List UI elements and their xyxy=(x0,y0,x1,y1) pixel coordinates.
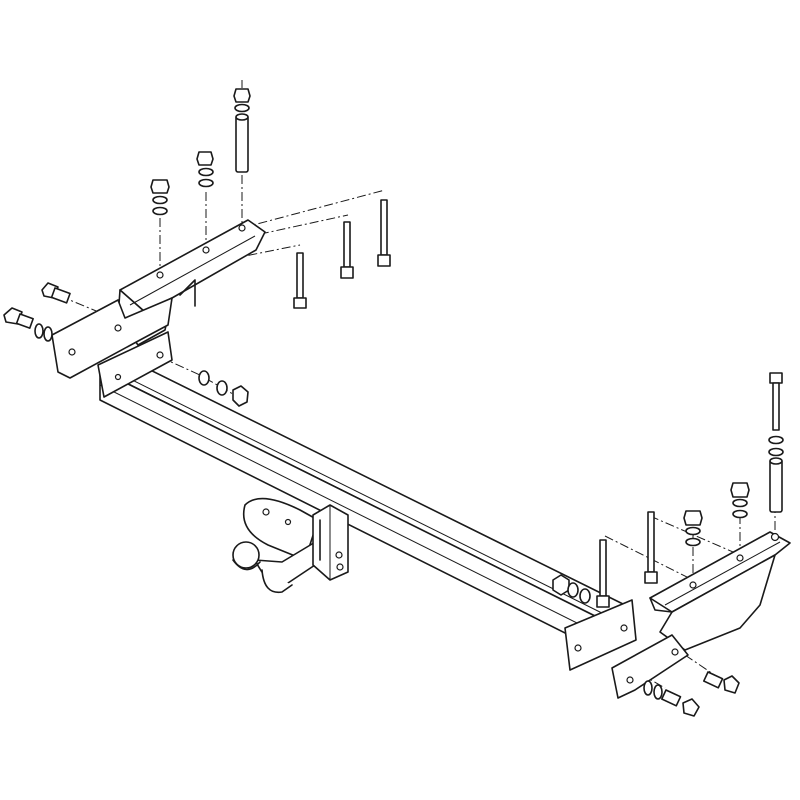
end-plate-hole xyxy=(156,351,164,359)
right-side-bolts xyxy=(643,671,740,717)
bracket-hole xyxy=(114,324,122,332)
right-mid-nut-stack xyxy=(730,482,750,519)
left-side-bolts xyxy=(3,282,71,342)
bracket-hole xyxy=(156,271,164,279)
socket-plate-hole xyxy=(336,563,344,571)
tow-ball-assembly xyxy=(232,497,349,594)
left-mounting-bracket xyxy=(51,219,266,379)
left-outer-nut-stack xyxy=(150,179,170,216)
left-mid-nut-stack xyxy=(196,151,214,188)
crossbar xyxy=(99,355,626,653)
crossbar-right-end-plate xyxy=(564,599,637,671)
right-end-washer-nut xyxy=(552,574,591,604)
bracket-hole xyxy=(68,348,76,356)
bracket-hole xyxy=(736,554,744,562)
end-plate-hole xyxy=(114,373,122,381)
bracket-hole xyxy=(202,246,210,254)
socket-plate-hole xyxy=(335,551,343,559)
end-plate-hole xyxy=(620,624,628,632)
left-top-spacer-stack xyxy=(233,80,251,173)
right-top-bolts xyxy=(596,511,658,608)
right-inner-nut-stack xyxy=(683,510,703,547)
tow-ball xyxy=(232,541,260,569)
left-top-bolts xyxy=(293,199,391,309)
end-plate-hole xyxy=(574,644,582,652)
bracket-hole xyxy=(238,224,246,232)
bracket-hole xyxy=(626,676,634,684)
mount-plate-hole xyxy=(284,518,292,526)
bracket-hole xyxy=(671,648,679,656)
bracket-hole xyxy=(689,581,697,589)
crossbar-left-end-plate xyxy=(97,331,173,398)
mount-plate-hole xyxy=(262,508,270,516)
right-mounting-bracket xyxy=(611,531,791,699)
left-end-washer-nut xyxy=(198,370,249,407)
bracket-hole xyxy=(770,532,780,542)
right-tall-bolt-stack xyxy=(768,372,784,513)
